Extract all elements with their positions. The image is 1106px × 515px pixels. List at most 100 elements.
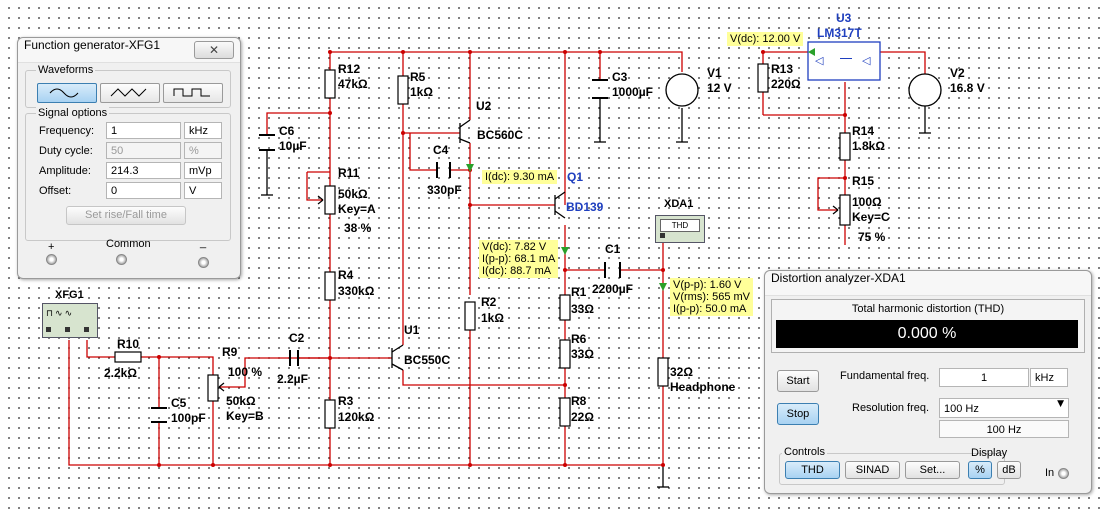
common-terminal[interactable] bbox=[116, 254, 127, 265]
fundamental-freq-label: Fundamental freq. bbox=[840, 370, 930, 382]
u2-value: BC560C bbox=[477, 128, 524, 142]
v1-ref: V1 bbox=[707, 66, 722, 80]
db-button[interactable]: dB bbox=[997, 461, 1021, 479]
function-generator-window[interactable]: Function generator-XFG1 ✕ Waveforms Sign… bbox=[17, 37, 241, 279]
load-body bbox=[657, 357, 669, 387]
distortion-analyzer-window[interactable]: Distortion analyzer-XDA1 Total harmonic … bbox=[764, 270, 1092, 494]
c6-ref: C6 bbox=[279, 124, 295, 138]
probe-q1-idc[interactable]: I(dc): 9.30 mA bbox=[482, 170, 558, 184]
chevron-down-icon: ▼ bbox=[1057, 399, 1064, 409]
amplitude-field[interactable]: 214.3 bbox=[106, 162, 181, 179]
input-terminal[interactable] bbox=[1058, 468, 1069, 479]
set-button[interactable]: Set... bbox=[905, 461, 960, 479]
minus-terminal[interactable] bbox=[198, 257, 209, 268]
resolution-freq-selected: 100 Hz bbox=[944, 403, 979, 415]
offset-field[interactable]: 0 bbox=[106, 182, 181, 199]
r13-body bbox=[757, 63, 769, 93]
common-terminal-label: Common bbox=[106, 238, 151, 250]
u3-value: LM317T bbox=[817, 26, 862, 40]
q1-value: BD139 bbox=[566, 200, 604, 214]
c1-plates bbox=[604, 262, 621, 278]
thd-panel: Total harmonic distortion (THD) 0.000 % bbox=[771, 299, 1085, 353]
r15-percent: 75 % bbox=[858, 230, 886, 244]
r14-ref: R14 bbox=[852, 124, 875, 138]
r14-body bbox=[839, 132, 851, 161]
u3-ref: U3 bbox=[836, 11, 852, 25]
c2-value: 2.2µF bbox=[277, 372, 308, 386]
probe-arrows bbox=[466, 48, 815, 291]
probe-output[interactable]: V(p-p): 1.60 V V(rms): 565 mV I(p-p): 50… bbox=[670, 278, 754, 316]
offset-label: Offset: bbox=[39, 185, 72, 197]
fundamental-freq-field[interactable]: 1 bbox=[939, 368, 1029, 387]
r1-value: 33Ω bbox=[571, 302, 594, 316]
xda1-screen: THD bbox=[660, 219, 700, 232]
sine-wave-button[interactable] bbox=[37, 83, 97, 103]
thd-header: Total harmonic distortion (THD) bbox=[851, 303, 1005, 315]
signal-options-label: Signal options bbox=[36, 107, 110, 119]
c1-value: 2200µF bbox=[592, 282, 633, 296]
resolution-freq-select[interactable]: 100 Hz ▼ bbox=[939, 398, 1069, 418]
xfg1-pin-plus bbox=[46, 327, 51, 332]
c2-ref: C2 bbox=[289, 331, 305, 345]
probe-u3-vdc[interactable]: V(dc): 12.00 V bbox=[727, 32, 804, 46]
function-generator-titlebar[interactable]: Function generator-XFG1 ✕ bbox=[18, 38, 240, 63]
start-button[interactable]: Start bbox=[777, 370, 819, 392]
xfg1-waveform-icons: ⊓∿∿ bbox=[46, 309, 75, 319]
r13-ref: R13 bbox=[771, 62, 794, 76]
r13-value: 220Ω bbox=[771, 77, 801, 91]
amplitude-label: Amplitude: bbox=[39, 165, 91, 177]
xfg1-instrument[interactable]: ⊓∿∿ bbox=[42, 303, 98, 338]
c3-ref: C3 bbox=[612, 70, 628, 84]
sinad-button[interactable]: SINAD bbox=[845, 461, 900, 479]
probe-q1-emitter[interactable]: V(dc): 7.82 V I(p-p): 68.1 mA I(dc): 88.… bbox=[479, 240, 559, 278]
u2-transistor bbox=[459, 119, 471, 144]
c2-plates bbox=[289, 350, 299, 366]
r12-value: 47kΩ bbox=[338, 77, 368, 91]
r6-body bbox=[559, 339, 571, 369]
r11-value: 50kΩ bbox=[338, 187, 368, 201]
r12-ref: R12 bbox=[338, 62, 361, 76]
frequency-unit[interactable]: kHz bbox=[184, 122, 222, 139]
r12-body bbox=[324, 69, 336, 99]
r15-ref: R15 bbox=[852, 174, 875, 188]
set-rise-fall-button[interactable]: Set rise/Fall time bbox=[66, 206, 186, 225]
r4-value: 330kΩ bbox=[338, 284, 375, 298]
ground-wires bbox=[261, 98, 931, 488]
v1-source bbox=[665, 73, 699, 107]
xda1-instrument[interactable]: THD bbox=[655, 215, 705, 243]
square-wave-button[interactable] bbox=[163, 83, 223, 103]
stop-button[interactable]: Stop bbox=[777, 403, 819, 425]
r1-ref: R1 bbox=[571, 285, 587, 299]
r11-percent: 38 % bbox=[344, 221, 372, 235]
v2-value: 16.8 V bbox=[950, 81, 985, 95]
v1-value: 12 V bbox=[707, 81, 732, 95]
fundamental-freq-unit[interactable]: kHz bbox=[1030, 368, 1068, 387]
plus-terminal-label: + bbox=[48, 241, 55, 253]
amplitude-unit[interactable]: mVp bbox=[184, 162, 222, 179]
triangle-wave-button[interactable] bbox=[100, 83, 160, 103]
c3-plates bbox=[592, 79, 608, 99]
wires bbox=[68, 51, 926, 466]
close-icon[interactable]: ✕ bbox=[194, 41, 234, 59]
r5-ref: R5 bbox=[410, 70, 426, 84]
load-value: 32Ω bbox=[670, 365, 693, 379]
duty-cycle-unit[interactable]: % bbox=[184, 142, 222, 159]
frequency-field[interactable]: 1 bbox=[106, 122, 181, 139]
duty-cycle-field[interactable]: 50 bbox=[106, 142, 181, 159]
r8-value: 22Ω bbox=[571, 410, 594, 424]
percent-button[interactable]: % bbox=[968, 461, 992, 479]
r5-value: 1kΩ bbox=[410, 85, 433, 99]
r9-value: 50kΩ bbox=[226, 394, 256, 408]
distortion-analyzer-titlebar[interactable]: Distortion analyzer-XDA1 bbox=[765, 271, 1091, 296]
c6-plates bbox=[259, 134, 275, 151]
r5-body bbox=[397, 75, 409, 105]
r6-value: 33Ω bbox=[571, 347, 594, 361]
c3-value: 1000µF bbox=[612, 85, 653, 99]
r2-value: 1kΩ bbox=[481, 311, 504, 325]
xda1-pin bbox=[660, 233, 665, 238]
thd-button[interactable]: THD bbox=[785, 461, 840, 479]
offset-unit[interactable]: V bbox=[184, 182, 222, 199]
plus-terminal[interactable] bbox=[46, 254, 57, 265]
r10-ref: R10 bbox=[117, 337, 140, 351]
